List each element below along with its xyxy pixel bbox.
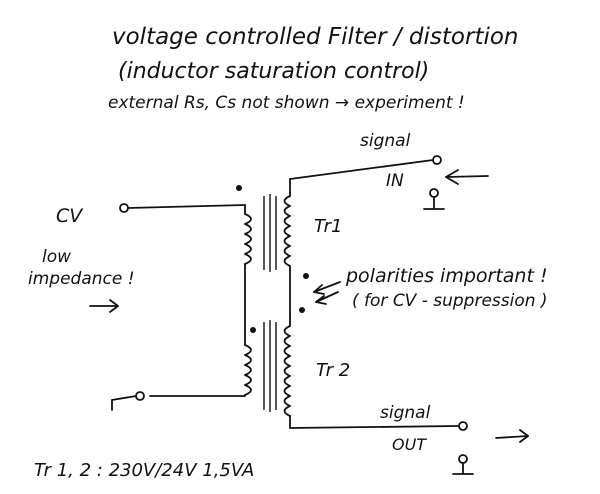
tr2-primary-coil — [149, 333, 252, 397]
title-line-1: voltage controlled Filter / distortion — [112, 24, 519, 50]
tr1-secondary-polarity-dot — [303, 273, 309, 279]
tr2-core — [263, 320, 277, 412]
transformer-spec-note: Tr 1, 2 : 230V/24V 1,5VA — [34, 460, 254, 481]
signal-out-terminal — [289, 421, 468, 431]
cv-suppression-label: ( for CV - suppression ) — [352, 291, 548, 311]
in-label: IN — [386, 171, 404, 191]
polarities-label: polarities important ! — [345, 265, 548, 287]
cv-label: CV — [56, 205, 84, 227]
tr2-secondary-coil — [283, 317, 291, 429]
tr1-primary-coil — [244, 204, 252, 335]
tr1-primary-polarity-dot — [236, 185, 242, 191]
signal-in-label: signal — [360, 131, 411, 151]
tr2-secondary-polarity-dot — [299, 307, 305, 313]
low-impedance-label-2: impedance ! — [28, 269, 135, 289]
low-impedance-label-1: low — [42, 247, 71, 267]
polarity-arrows — [313, 281, 341, 305]
tr1-core — [263, 194, 277, 272]
signal-out-label: signal — [380, 403, 431, 423]
ground-symbol-out — [452, 454, 474, 475]
cv-terminal — [119, 203, 246, 213]
tr2-label: Tr 2 — [316, 360, 350, 381]
tr1-label: Tr1 — [314, 216, 342, 237]
low-impedance-arrow — [89, 299, 119, 313]
out-label: OUT — [392, 435, 427, 454]
cv-ground-terminal — [111, 391, 145, 411]
title-line-3: external Rs, Cs not shown → experiment ! — [108, 93, 465, 113]
tr2-primary-polarity-dot — [250, 327, 256, 333]
input-arrow — [445, 169, 489, 185]
tr1-secondary-coil — [283, 178, 291, 319]
ground-symbol-in — [423, 188, 445, 210]
signal-in-terminal — [289, 155, 442, 180]
title-line-2: (inductor saturation control) — [118, 59, 429, 84]
output-arrow — [495, 429, 529, 443]
